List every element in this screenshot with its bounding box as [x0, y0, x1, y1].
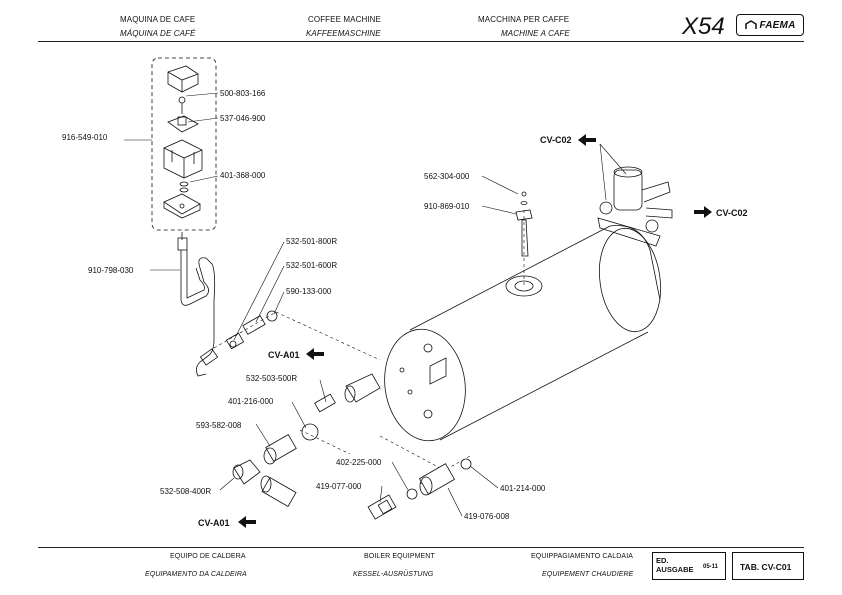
part-label: 910-798-030 [88, 266, 134, 275]
part-label: 419-076-008 [464, 512, 510, 521]
logo-house-icon [744, 20, 757, 29]
ref-cv-a01: CV-A01 [268, 350, 300, 360]
boiler-tank [384, 225, 661, 442]
gasket-590-133-000 [266, 310, 278, 322]
valve-base [163, 193, 201, 219]
footer-title-en: BOILER EQUIPMENT [364, 553, 435, 560]
table-code: TAB. CV-C01 [740, 562, 792, 572]
fitting-532-503-500R [314, 393, 336, 413]
header-title-pt: MÁQUINA DE CAFÉ [120, 29, 196, 38]
ref-cv-a01: CV-A01 [198, 518, 230, 528]
part-label: 916-549-010 [62, 133, 108, 142]
part-label: 532-501-800R [286, 237, 337, 246]
header-title-de: KAFFEEMASCHINE [306, 29, 381, 38]
valve-cap [167, 65, 199, 93]
footer-title-pt: EQUIPAMENTO DA CALDEIRA [145, 571, 247, 578]
table-box [732, 552, 804, 580]
footer-title-fr: EQUIPEMENT CHAUDIERE [542, 571, 634, 578]
part-label: 532-508-400R [160, 487, 211, 496]
screw-part [178, 96, 186, 114]
edition-label-de: AUSGABE [656, 565, 694, 574]
edition-value: 05-11 [703, 564, 719, 570]
hose-connector [260, 475, 297, 507]
brand-name: FAEMA [759, 19, 796, 31]
fitting-593-582-008 [263, 434, 297, 465]
part-label: 500-803-166 [220, 89, 266, 98]
header-divider [38, 41, 804, 42]
footer-title-it: EQUIPPAGIAMENTO CALDAIA [531, 553, 634, 560]
o-ring-2 [179, 187, 189, 193]
cv-c02-pointers [599, 143, 627, 201]
ref-cv-c02: CV-C02 [716, 208, 748, 218]
model-code: X54 [682, 13, 725, 40]
footer-title-de: KESSEL-AUSRÜSTUNG [353, 571, 434, 578]
part-label: 593-582-008 [196, 421, 242, 430]
gasket-401-214-000 [460, 458, 472, 470]
heating-flange [429, 357, 447, 385]
arrow-left-icon [238, 516, 256, 528]
pipe-assembly [177, 232, 219, 377]
part-label: 419-077-000 [316, 482, 362, 491]
part-label: 562-304-000 [424, 172, 470, 181]
arrow-left-icon [306, 348, 324, 360]
arrow-left-icon [578, 134, 596, 146]
outlet-fitting [344, 373, 381, 403]
edition-label-it: ED. [656, 556, 669, 565]
header-title-fr: MACHINE A CAFE [501, 29, 570, 38]
valve-group-box [151, 57, 217, 231]
header-title-es: MAQUINA DE CAFE [120, 15, 196, 24]
boiler-top-port [505, 275, 543, 297]
footer-divider [38, 547, 804, 548]
o-ring-1 [179, 181, 189, 187]
footer-title-es: EQUIPO DE CALDERA [170, 553, 246, 560]
part-label: 532-503-500R [246, 374, 297, 383]
gasket-402-225-000 [406, 488, 418, 500]
valve-419-076-008 [418, 463, 456, 496]
boiler-valve-cluster [597, 166, 673, 247]
ref-cv-c02: CV-C02 [540, 135, 572, 145]
part-label: 910-869-010 [424, 202, 470, 211]
part-label: 401-214-000 [500, 484, 546, 493]
brand-logo: FAEMA [736, 14, 804, 36]
header-title-it: MACCHINA PER CAFFE [478, 15, 570, 24]
level-probe [515, 191, 533, 257]
arrow-right-icon [694, 206, 712, 218]
elbow-532-508-400R [232, 459, 261, 485]
header-title-en: COFFEE MACHINE [308, 15, 381, 24]
edition-box [652, 552, 726, 580]
fitting-532-501-800R [225, 332, 245, 350]
leader-lines [124, 92, 519, 517]
valve-419-077-000 [367, 494, 397, 520]
valve-body [163, 139, 203, 179]
gasket-401-216-000 [301, 423, 319, 441]
fitting-532-501-600R [242, 315, 266, 335]
part-label: 401-368-000 [220, 171, 266, 180]
assembly-guides [213, 210, 525, 485]
mounting-plate [167, 115, 199, 133]
part-label: 537-046-900 [220, 114, 266, 123]
part-label: 401-216-000 [228, 397, 274, 406]
part-label: 402-225-000 [336, 458, 382, 467]
part-label: 532-501-600R [286, 261, 337, 270]
part-label: 590-133-000 [286, 287, 332, 296]
